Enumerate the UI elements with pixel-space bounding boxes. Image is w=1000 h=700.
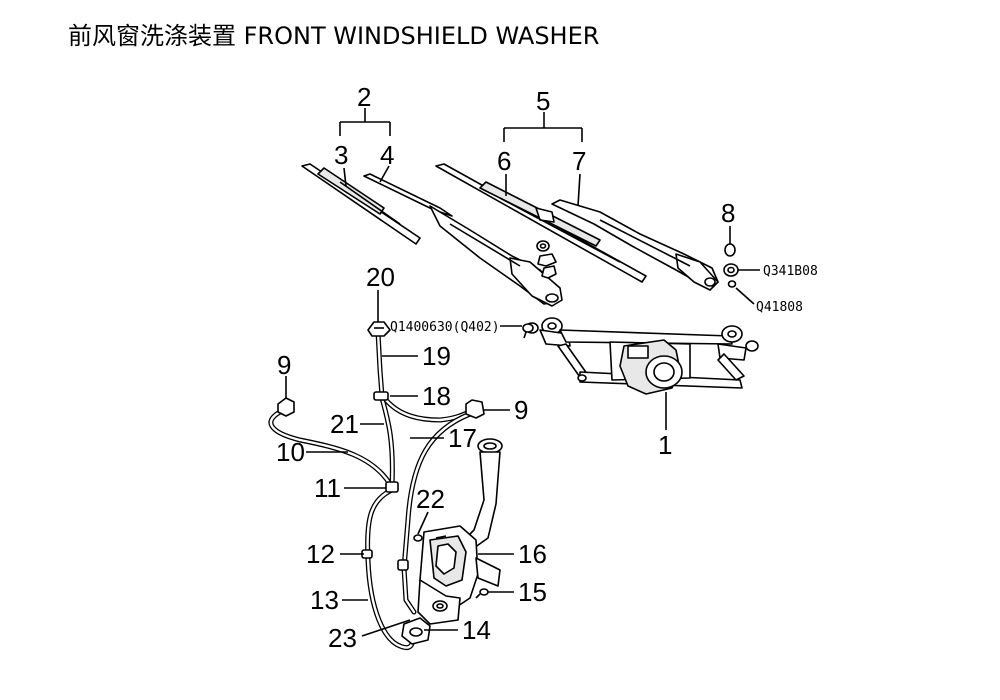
callout-15: 15 [518, 577, 547, 607]
callout-18: 18 [422, 381, 451, 411]
callout-5: 5 [536, 86, 550, 116]
callout-13: 13 [310, 585, 339, 615]
callout-numbers: 2 3 4 5 6 7 8 20 19 9 18 9 21 17 1 10 11… [276, 82, 735, 653]
washer-nozzle-top [367, 321, 391, 337]
wiper-arm-right [551, 199, 719, 291]
callout-4: 4 [380, 140, 394, 170]
part-code-labels: Q341B08 Q41808 Q1400630(Q402) [390, 264, 818, 335]
callout-19: 19 [422, 341, 451, 371]
callout-14: 14 [462, 615, 491, 645]
callout-20: 20 [366, 262, 395, 292]
callout-11: 11 [314, 473, 341, 503]
callout-6: 6 [497, 146, 511, 176]
callout-8: 8 [721, 198, 735, 228]
washer-hoses [268, 329, 477, 650]
callout-10: 10 [276, 437, 305, 467]
wiper-linkage-motor [525, 317, 759, 395]
callout-21: 21 [330, 409, 359, 439]
hose-clip [413, 534, 423, 542]
washer-pump [401, 617, 431, 645]
wiper-blade-left [301, 163, 421, 245]
leader-lines [285, 108, 760, 637]
callout-12: 12 [306, 539, 335, 569]
wiper-arm-left [363, 173, 563, 307]
diagram-title: 前风窗洗涤装置 FRONT WINDSHIELD WASHER [68, 22, 599, 50]
callout-22: 22 [416, 484, 445, 514]
reservoir-screw [475, 588, 489, 599]
code-q341b08: Q341B08 [763, 264, 818, 279]
callout-9-right: 9 [514, 395, 528, 425]
washer-nozzle-left [277, 397, 295, 417]
callout-1: 1 [658, 430, 672, 460]
callout-7: 7 [572, 146, 586, 176]
callout-17: 17 [448, 423, 477, 453]
callout-9-left: 9 [277, 350, 291, 380]
callout-16: 16 [518, 539, 547, 569]
code-q41808: Q41808 [756, 300, 803, 315]
pivot-nuts [723, 243, 739, 288]
callout-23: 23 [328, 623, 357, 653]
washer-nozzle-right [465, 399, 485, 419]
washer-reservoir [417, 438, 503, 625]
linkage-bolt [522, 323, 534, 339]
arm-nut-washers [536, 240, 557, 279]
callout-2: 2 [357, 82, 371, 112]
hose-connectors [361, 391, 409, 571]
callout-3: 3 [334, 140, 348, 170]
wiper-blade-right [435, 163, 647, 283]
code-q1400630: Q1400630(Q402) [390, 320, 500, 335]
